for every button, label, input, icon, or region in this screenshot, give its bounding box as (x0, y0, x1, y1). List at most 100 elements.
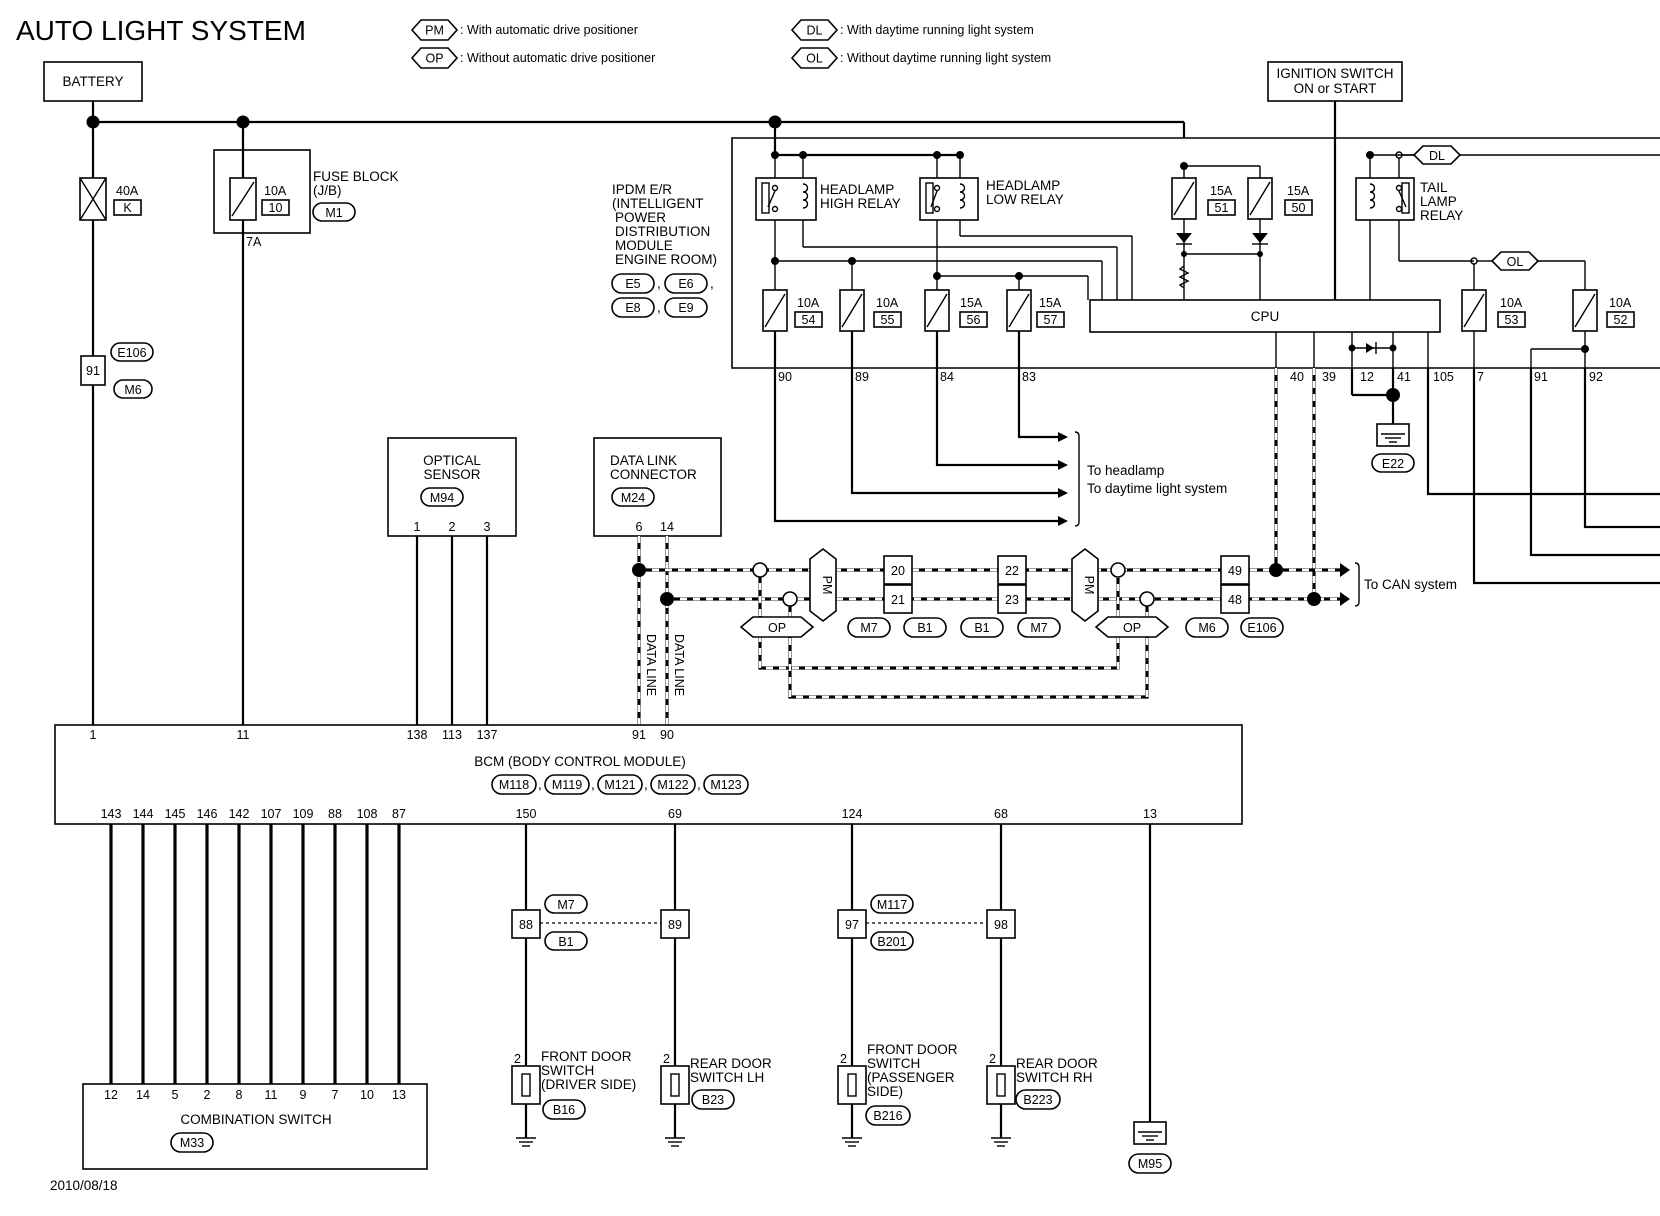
connector-tag (611, 297, 655, 318)
data-line-label: DATA LINE (644, 634, 658, 696)
svg-text:109: 109 (293, 807, 314, 821)
door-switch-label: SIDE) (867, 1084, 903, 1099)
junction (1348, 344, 1356, 352)
fuse-id-box (261, 199, 290, 216)
connector-tag (312, 202, 356, 222)
bcm-connectors: M118 , M119 , M121 , M122 , M123 (491, 774, 749, 795)
data-link-label: CONNECTOR (610, 467, 697, 482)
fuse-id: 57 (1044, 313, 1058, 327)
legend-ol-badge (790, 47, 839, 69)
fuse-rating: 10A (1500, 296, 1523, 310)
svg-text:84: 84 (940, 370, 954, 384)
legend-pm-text: : With automatic drive positioner (460, 23, 638, 37)
legend-op-badge (410, 47, 459, 69)
pin-label: 2 (663, 1052, 670, 1066)
op-badge-text: OP (1123, 621, 1141, 635)
ipdm-connector: E8 (625, 301, 640, 315)
connector-code: E106 (1247, 621, 1276, 635)
joint-pin: 97 (845, 918, 859, 932)
legend-dl-text: : With daytime running light system (840, 23, 1034, 37)
door-switch-wires (524, 824, 1152, 1122)
svg-text:M121: M121 (604, 778, 635, 792)
diode-icon (1366, 343, 1374, 353)
door-switch-icon (511, 1065, 541, 1147)
op-badge (1094, 616, 1170, 638)
headlamp-output-wires (773, 331, 1080, 527)
diagram-title: AUTO LIGHT SYSTEM (16, 15, 306, 46)
fuse-block-label: FUSE BLOCK (313, 169, 399, 184)
fuse-id-box (1207, 199, 1236, 216)
data-link-connector-box (593, 437, 722, 537)
ipdm-fuse-50 (1184, 166, 1273, 300)
ipdm-fuse-53 (1461, 264, 1487, 368)
relay-label: HEADLAMP (986, 178, 1060, 193)
door-switch-icon (660, 1065, 690, 1147)
connector-tag (870, 894, 914, 914)
svg-text:13: 13 (1143, 807, 1157, 821)
fuse-rating: 10A (876, 296, 899, 310)
svg-text:11: 11 (237, 728, 250, 742)
svg-text:92: 92 (1589, 370, 1603, 384)
fuse-id-box (1497, 311, 1526, 328)
separator: , (657, 300, 661, 315)
relay-label: LOW RELAY (986, 192, 1064, 207)
connector-code: M7 (1030, 621, 1047, 635)
relay-label: TAIL (1420, 180, 1448, 195)
svg-text:113: 113 (442, 728, 462, 742)
connector-tag (1185, 617, 1229, 638)
svg-text:83: 83 (1022, 370, 1036, 384)
joint-connector (80, 355, 106, 386)
pin-label: 2 (840, 1052, 847, 1066)
legend-pm-code: PM (425, 24, 444, 38)
joint-connector (997, 555, 1027, 585)
joint-pin: 88 (519, 918, 533, 932)
ipdm-connector: E9 (678, 301, 693, 315)
joint-connector (660, 909, 690, 939)
svg-text:IPDM E/R: IPDM E/R (612, 182, 672, 197)
door-switch-label: REAR DOOR (690, 1056, 772, 1071)
svg-text:143: 143 (101, 807, 122, 821)
svg-text:1: 1 (90, 728, 97, 742)
svg-text:12: 12 (104, 1088, 118, 1102)
door-switch-connector: B16 (553, 1103, 575, 1117)
pin-label: 3 (484, 520, 491, 534)
dl-badge-text: DL (1429, 149, 1445, 163)
data-link-connector: M24 (621, 491, 645, 505)
svg-text:MODULE: MODULE (615, 238, 673, 253)
data-link-label: DATA LINK (610, 453, 677, 468)
bcm-bottom-pins: 143 144 145 146 142 107 109 88 108 87 15… (101, 807, 1157, 821)
door-switch-label: (DRIVER SIDE) (541, 1077, 636, 1092)
svg-text:5: 5 (172, 1088, 179, 1102)
svg-text:10: 10 (360, 1088, 374, 1102)
svg-text:124: 124 (842, 807, 863, 821)
joint-pin: 89 (668, 918, 682, 932)
fuse-rating: 15A (960, 296, 983, 310)
svg-text:,: , (697, 777, 701, 792)
combination-switch-pins: 12 14 5 2 8 11 9 7 10 13 (104, 1088, 406, 1102)
ground-junction (1386, 388, 1400, 402)
connector-tag (1015, 1089, 1061, 1110)
joint-connector (883, 584, 913, 614)
fuse-block-label: (J/B) (313, 183, 342, 198)
door-switch-label: (PASSENGER (867, 1070, 955, 1085)
fuse-rating: 15A (1039, 296, 1062, 310)
connector-tag (1128, 1153, 1172, 1174)
svg-text:89: 89 (855, 370, 869, 384)
cpu-box (1089, 299, 1441, 333)
ipdm-fuse-52 (1530, 289, 1598, 368)
combination-switch-connector: M33 (180, 1136, 204, 1150)
svg-text:91: 91 (1534, 370, 1548, 384)
joint-pin: 49 (1228, 564, 1242, 578)
svg-text:142: 142 (229, 807, 250, 821)
connector-tag (110, 342, 154, 362)
ipdm-pin-labels: 90 89 84 83 40 39 12 41 105 7 91 92 (778, 370, 1603, 384)
connector-code: B1 (917, 621, 932, 635)
pin-label: 14 (660, 520, 674, 534)
fuse-id-box (1036, 311, 1065, 328)
connector-tag (113, 379, 153, 399)
tail-lamp-relay (1355, 151, 1478, 300)
headlamp-low-relay (919, 155, 1133, 300)
joint-connector (986, 909, 1016, 939)
joint-connector (1220, 584, 1250, 614)
connector-tag (611, 487, 655, 507)
